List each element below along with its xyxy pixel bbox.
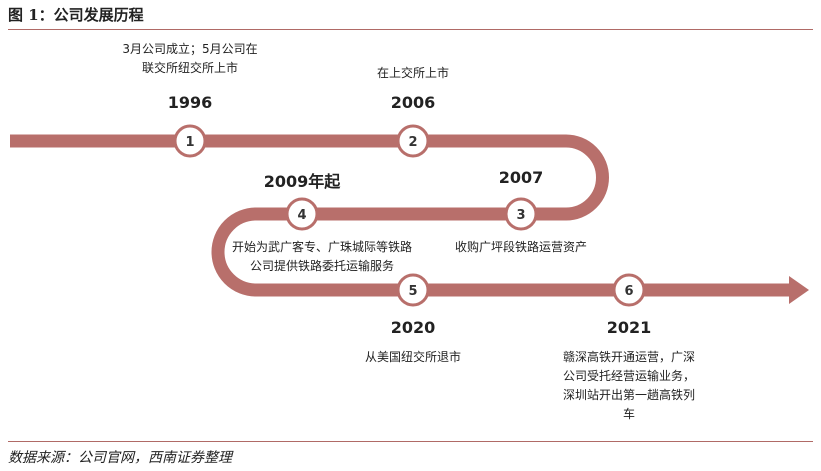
- svg-text:4: 4: [297, 208, 306, 223]
- top-rule: [8, 29, 813, 30]
- timeline-arrowhead: [789, 276, 809, 304]
- milestone-2-text: 在上交所上市: [376, 66, 449, 80]
- svg-text:1: 1: [185, 135, 194, 150]
- timeline-track: [10, 134, 790, 297]
- milestone-3-year: 2007: [498, 168, 544, 187]
- timeline-node-5: 5: [396, 273, 430, 307]
- milestone-4-year: 2009年起: [263, 172, 341, 191]
- svg-text:6: 6: [624, 284, 633, 299]
- timeline-node-2: 2: [396, 124, 430, 158]
- source-note: 数据来源：公司官网，西南证券整理: [8, 450, 232, 466]
- milestone-5-year: 2020: [390, 318, 436, 337]
- timeline-node-4: 4: [285, 197, 319, 231]
- svg-text:2: 2: [408, 135, 417, 150]
- timeline-node-6: 6: [612, 273, 646, 307]
- bottom-rule: [8, 441, 813, 442]
- milestone-3-text: 收购广坪段铁路运营资产: [454, 240, 587, 254]
- timeline-node-3: 3: [504, 197, 538, 231]
- milestone-5-text: 从美国纽交所退市: [364, 350, 461, 364]
- milestone-1-text: 3月公司成立；5月公司在 联交所纽交所上市: [122, 42, 258, 75]
- svg-text:3: 3: [516, 208, 525, 223]
- figure-title: 图 1：公司发展历程: [8, 6, 144, 24]
- milestone-4-text: 开始为武广客专、广珠城际等铁路 公司提供铁路委托运输服务: [231, 240, 412, 273]
- milestone-6-year: 2021: [606, 318, 652, 337]
- milestone-2-year: 2006: [390, 93, 436, 112]
- svg-text:5: 5: [408, 284, 417, 299]
- milestone-6-text: 赣深高铁开通运营，广深 公司受托经营运输业务， 深圳站开出第一趟高铁列 车: [562, 350, 695, 421]
- milestone-1-year: 1996: [167, 93, 213, 112]
- timeline-node-1: 1: [173, 124, 207, 158]
